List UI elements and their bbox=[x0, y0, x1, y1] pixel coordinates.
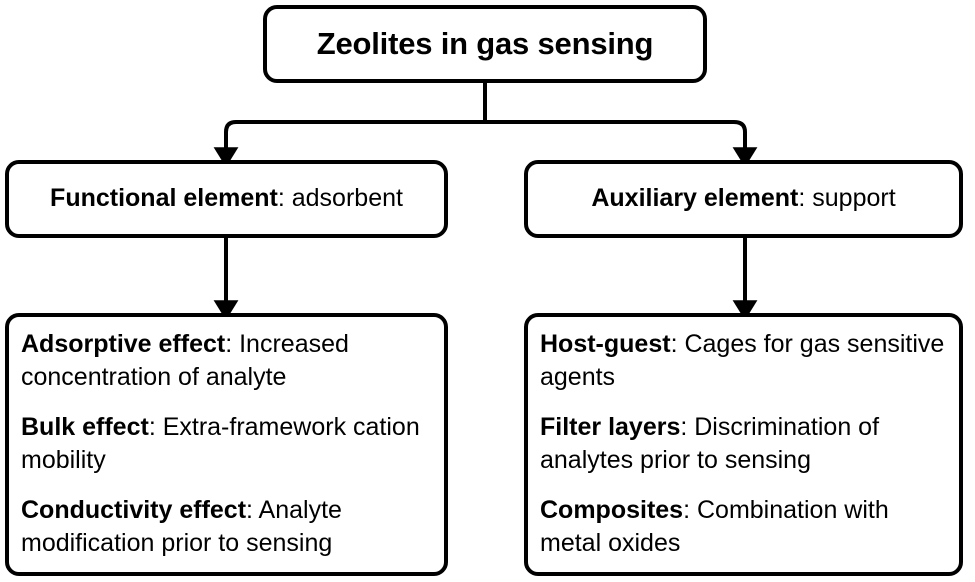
detail-description: : Discrimination of analytes prior to se… bbox=[540, 413, 880, 474]
node-functional-element-label: Functional element: adsorbent bbox=[9, 185, 444, 213]
detail-item: Composites: Combination with metal oxide… bbox=[540, 494, 951, 560]
node-root: Zeolites in gas sensing bbox=[263, 5, 707, 83]
detail-item: Bulk effect: Extra-framework cation mobi… bbox=[21, 411, 436, 477]
detail-item: Filter layers: Discrimination of analyte… bbox=[540, 411, 951, 477]
detail-term: Filter layers bbox=[540, 413, 681, 441]
detail-description: : Combination with metal oxides bbox=[540, 496, 889, 557]
detail-description: : Increased concentration of analyte bbox=[21, 330, 349, 391]
node-functional-details: Adsorptive effect: Increased concentrati… bbox=[5, 313, 448, 576]
node-functional-element-term: Functional element bbox=[50, 184, 278, 213]
node-auxiliary-element-desc: : support bbox=[798, 184, 896, 213]
detail-term: Adsorptive effect bbox=[21, 330, 226, 358]
detail-term: Composites bbox=[540, 496, 684, 524]
node-root-title: Zeolites in gas sensing bbox=[316, 26, 654, 61]
detail-description: : Extra-framework cation mobility bbox=[21, 413, 420, 474]
node-functional-element-desc: : adsorbent bbox=[277, 184, 403, 213]
detail-item: Host-guest: Cages for gas sensitive agen… bbox=[540, 328, 951, 394]
node-auxiliary-element-label: Auxiliary element: support bbox=[528, 185, 959, 213]
node-functional-element: Functional element: adsorbent bbox=[5, 160, 448, 238]
detail-item: Adsorptive effect: Increased concentrati… bbox=[21, 328, 436, 394]
detail-term: Host-guest bbox=[540, 330, 671, 358]
detail-term: Conductivity effect bbox=[21, 496, 247, 524]
node-auxiliary-details: Host-guest: Cages for gas sensitive agen… bbox=[524, 313, 963, 576]
detail-description: : Cages for gas sensitive agents bbox=[540, 330, 945, 391]
node-auxiliary-element: Auxiliary element: support bbox=[524, 160, 963, 238]
detail-item: Conductivity effect: Analyte modificatio… bbox=[21, 494, 436, 560]
connector-split-bracket bbox=[224, 120, 747, 146]
detail-description: : Analyte modification prior to sensing bbox=[21, 496, 342, 557]
detail-term: Bulk effect bbox=[21, 413, 149, 441]
node-auxiliary-element-term: Auxiliary element bbox=[591, 184, 799, 213]
